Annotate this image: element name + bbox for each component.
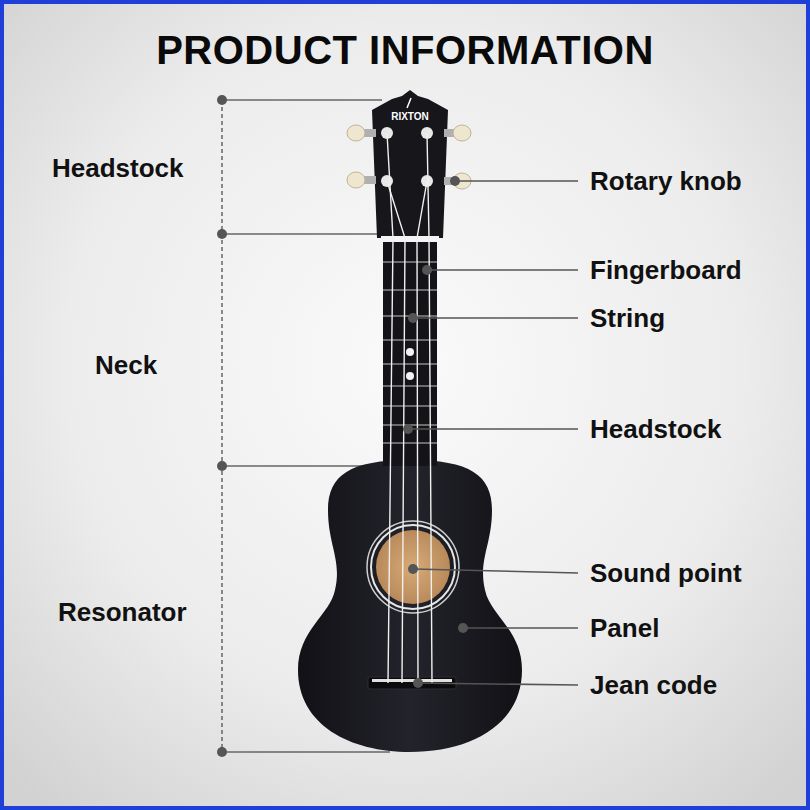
part-label: Fingerboard [590,256,742,285]
nut [381,236,439,242]
logo-mark [407,98,411,108]
ukulele-body [298,460,522,752]
part-label: Panel [590,614,659,643]
page-title: PRODUCT INFORMATION [0,28,810,72]
brand-name: RIXTON [391,111,429,122]
saddle [372,679,452,682]
part-label: Rotary knob [590,167,742,196]
section-label: Resonator [58,598,187,627]
part-label: Sound point [590,559,742,588]
strings [387,133,432,683]
part-label: String [590,304,665,333]
part-label: Headstock [590,415,722,444]
fret-dot [406,348,414,356]
section-label: Neck [95,351,157,380]
tuning-pegs [347,125,471,189]
fret-dot [406,372,414,380]
section-label: Headstock [52,154,184,183]
leader-lines [403,176,578,688]
part-label: Jean code [590,671,717,700]
soundhole [367,521,459,613]
headstock-shape [372,90,448,238]
